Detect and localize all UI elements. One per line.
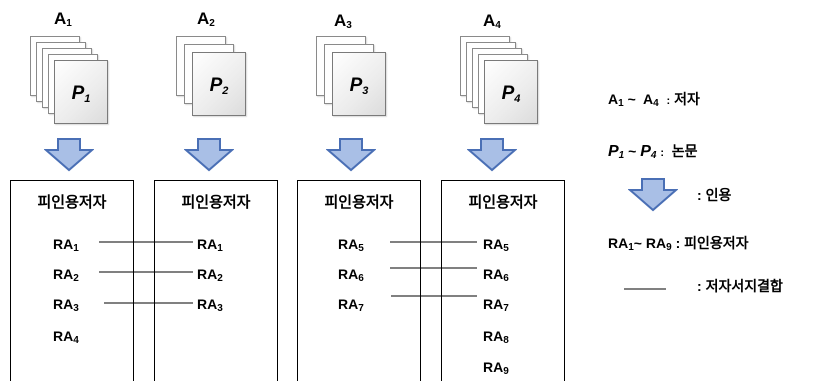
- paper-label-p2: P2: [209, 75, 229, 97]
- cited-authors-box-1: 피인용저자 RA1 RA2 RA3 RA4: [10, 180, 134, 381]
- cited-author-ra1: RA1: [197, 236, 223, 254]
- cited-author-ra4: RA4: [53, 328, 79, 346]
- paper-stack-p4: P4: [460, 36, 538, 124]
- cited-author-ra5: RA5: [483, 236, 509, 254]
- cited-author-ra2: RA2: [197, 266, 223, 284]
- author-label-a3: A3: [334, 11, 352, 31]
- citation-arrow-3: [326, 138, 376, 172]
- box-title: 피인용저자: [37, 194, 107, 211]
- citation-arrow-2: [184, 138, 234, 172]
- author-label-a1: A1: [54, 9, 72, 29]
- cited-authors-box-4: 피인용저자 RA5 RA6 RA7 RA8 RA9: [441, 180, 565, 381]
- box-title: 피인용저자: [468, 194, 538, 211]
- author-label-a4: A4: [483, 11, 501, 31]
- cited-author-ra8: RA8: [483, 328, 509, 346]
- cited-author-ra5: RA5: [338, 236, 364, 254]
- paper-label-p3: P3: [349, 75, 369, 97]
- legend-citation: : 인용: [697, 187, 732, 203]
- cited-author-ra7: RA7: [338, 296, 364, 314]
- cited-authors-box-2: 피인용저자 RA1 RA2 RA3: [154, 180, 278, 381]
- cited-author-ra1: RA1: [53, 236, 79, 254]
- box-title: 피인용저자: [324, 194, 394, 211]
- cited-author-ra2: RA2: [53, 266, 79, 284]
- paper-label-p4: P4: [501, 83, 521, 105]
- cited-author-ra7: RA7: [483, 296, 509, 314]
- paper-label-p1: P1: [71, 83, 91, 105]
- legend-coupling: : 저자서지결합: [697, 278, 783, 294]
- cited-author-ra6: RA6: [483, 266, 509, 284]
- legend-coupling-line: [624, 288, 666, 290]
- paper-stack-p3: P3: [316, 36, 388, 116]
- cited-author-ra3: RA3: [197, 296, 223, 314]
- cited-author-ra3: RA3: [53, 296, 79, 314]
- citation-arrow-1: [44, 138, 94, 172]
- paper-stack-p2: P2: [176, 36, 248, 116]
- cited-authors-box-3: 피인용저자 RA5 RA6 RA7: [297, 180, 421, 381]
- paper-stack-p1: P1: [30, 36, 108, 124]
- cited-author-ra9: RA9: [483, 359, 509, 377]
- legend-citation-arrow-icon: [628, 178, 678, 212]
- box-title: 피인용저자: [181, 194, 251, 211]
- citation-arrow-4: [467, 138, 517, 172]
- legend-authors: A1 ~ A4 : 저자: [608, 91, 700, 109]
- legend-papers: P1 ~ P4 : 논문: [608, 143, 698, 161]
- legend-cited-authors: RA1~ RA9 : 피인용저자: [608, 235, 749, 253]
- cited-author-ra6: RA6: [338, 266, 364, 284]
- author-label-a2: A2: [197, 9, 215, 29]
